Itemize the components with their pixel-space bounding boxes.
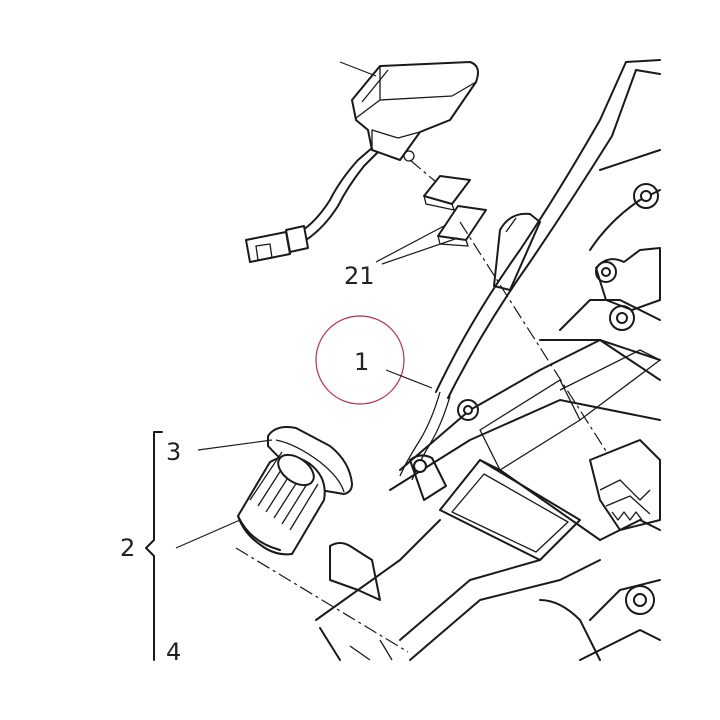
power-socket-assembly	[175, 426, 353, 556]
leader-1	[385, 369, 433, 389]
adhesive-pads	[375, 175, 487, 265]
cable-connector	[245, 147, 379, 263]
assembly-line-pads	[409, 159, 437, 183]
highlight-circle	[315, 315, 405, 405]
callout-21: 21	[344, 262, 375, 290]
assembly-line-socket	[235, 547, 409, 653]
callout-3: 3	[166, 438, 181, 466]
callout-2: 2	[120, 534, 135, 562]
callout-4: 4	[166, 638, 181, 666]
group-bracket	[145, 431, 163, 661]
callout-1: 1	[354, 348, 369, 376]
rear-frame-structure	[315, 59, 661, 661]
control-unit-module	[339, 61, 479, 162]
